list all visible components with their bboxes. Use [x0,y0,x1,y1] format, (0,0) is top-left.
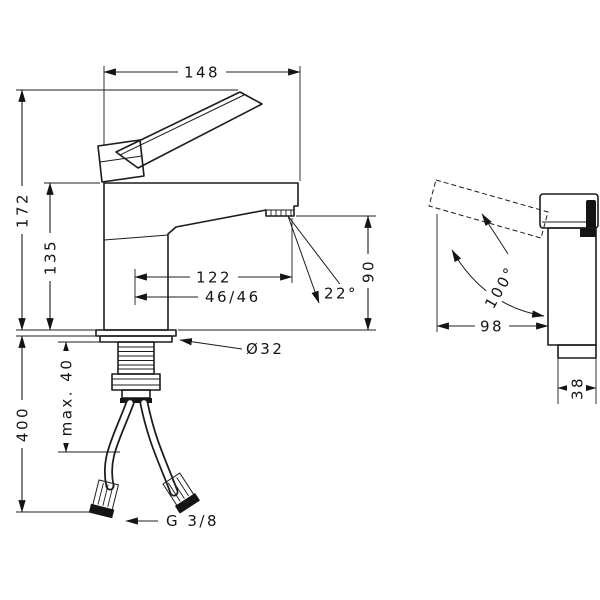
escutcheon-lower [99,335,173,343]
dim-height-body-label: 135 [42,239,60,275]
lever-cap [97,139,145,183]
dim-base-diameter: Ø32 [179,338,284,358]
supply-hoses [88,398,200,519]
lever-top [115,91,263,169]
faucet-lever-front [97,91,263,183]
dim-lever-angle-100: 100° [451,249,545,318]
hose-fitting-right [162,472,200,514]
aerator-hatch [270,210,292,216]
shank-collar [121,389,151,399]
dim-outlet-height-90: 90 [178,215,378,331]
dim-depth-label: 98 [480,318,504,336]
lever-motion-arrow [481,213,509,255]
dim-offset-4646: 46/46 [134,288,261,306]
body-side [547,227,597,346]
cartridge-detail [586,200,596,230]
dim-connection-thread: G 3/8 [125,512,219,530]
dim-depth-98: 98 [436,214,549,336]
dim-height-total-label: 172 [14,192,32,228]
dim-height-135: 135 [40,182,100,331]
dim-reach-122: 122 [134,218,293,305]
dim-connection-thread-label: G 3/8 [166,512,219,530]
lever-open-dashed [428,179,549,239]
dim-angle-22: 22° [287,215,363,304]
faucet-body-front [95,182,299,343]
mounting-nut [111,373,161,391]
dim-width-148: 148 [103,62,301,181]
front-view: 148 172 135 [12,62,378,530]
escutcheon-side [557,344,597,359]
dim-offset-label: 46/46 [205,288,261,306]
body-joint-line [103,234,169,241]
mounting-shank [111,341,161,403]
dim-reach-label: 122 [196,269,232,287]
hose-band [120,398,152,403]
thread-hatch [118,346,154,370]
dim-lever-angle-label: 100° [481,263,520,312]
dim-mount-max-40: max. 40 [56,341,120,453]
hose-fitting-left [88,479,120,519]
dim-spray-angle-label: 22° [324,285,358,303]
side-view: 100° 98 38 [428,179,599,405]
dim-base-depth-38: 38 [557,358,597,405]
dim-base-depth-label: 38 [569,376,587,400]
escutcheon-upper [95,329,177,337]
body-outline [103,182,299,331]
lever-cap-line [99,155,143,163]
aerator [265,209,295,217]
dim-width-label: 148 [184,64,220,82]
dim-base-diameter-label: Ø32 [246,340,284,358]
dim-mount-max-label: max. 40 [58,358,76,437]
hinge-detail [580,228,596,237]
dim-hose-length-label: 400 [14,406,32,442]
dim-hose-length-400: 400 [12,335,104,513]
dim-outlet-height-label: 90 [360,259,378,283]
faucet-side [428,179,599,359]
dim-height-172: 172 [12,89,238,331]
